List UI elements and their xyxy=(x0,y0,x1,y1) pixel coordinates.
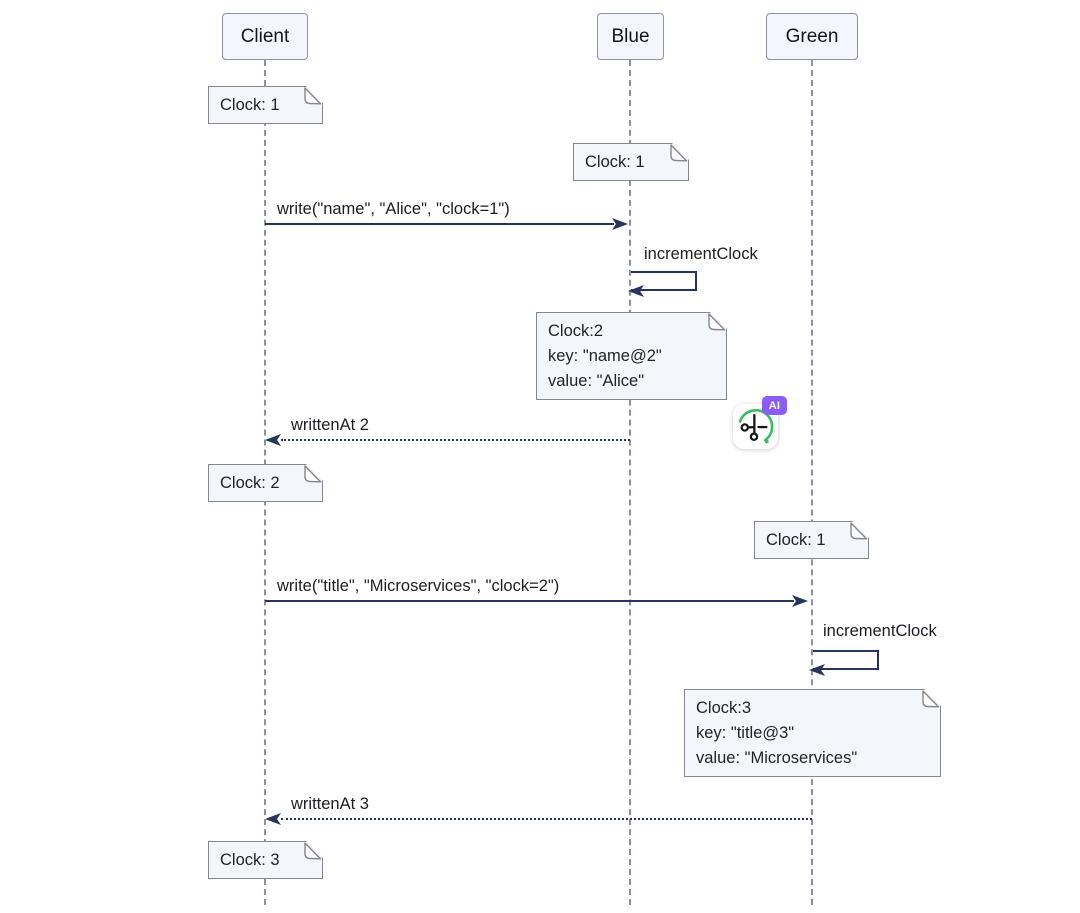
note-text: Clock: 1 xyxy=(220,95,280,114)
note-client-clock-3: Clock: 3 xyxy=(208,841,323,879)
note-green-clock-1: Clock: 1 xyxy=(754,521,869,559)
note-green-clock-3: Clock:3 key: "title@3" value: "Microserv… xyxy=(684,689,941,777)
note-text: Clock:3 xyxy=(696,699,752,717)
participant-green: Green xyxy=(766,13,858,60)
message-label-written-at-3: writtenAt 3 xyxy=(291,795,369,813)
note-text: Clock: 1 xyxy=(766,530,826,549)
message-label-written-at-2: writtenAt 2 xyxy=(291,416,369,434)
note-fold-icon xyxy=(850,522,868,540)
message-label-increment-blue: incrementClock xyxy=(644,245,758,263)
note-blue-clock-2: Clock:2 key: "name@2" value: "Alice" xyxy=(536,312,727,400)
message-line-written-at-2 xyxy=(281,439,630,441)
arrowhead-right-icon xyxy=(612,218,628,230)
message-line-write-title xyxy=(265,600,794,602)
arrowhead-left-icon xyxy=(809,664,825,676)
participant-client: Client xyxy=(222,13,308,60)
participant-blue: Blue xyxy=(597,13,664,60)
note-text: Clock: 1 xyxy=(585,152,645,171)
note-fold-icon xyxy=(708,313,726,331)
message-label-write-name: write("name", "Alice", "clock=1") xyxy=(277,200,510,218)
arrowhead-left-icon xyxy=(265,813,281,825)
note-blue-clock-1: Clock: 1 xyxy=(573,143,689,181)
note-fold-icon xyxy=(670,144,688,162)
note-client-clock-2: Clock: 2 xyxy=(208,464,323,502)
lifeline-green xyxy=(811,60,813,905)
self-loop-blue xyxy=(631,271,697,291)
note-fold-icon xyxy=(922,690,940,708)
participant-client-label: Client xyxy=(240,25,290,47)
note-text: key: "name@2" xyxy=(548,347,662,365)
note-text: Clock:2 xyxy=(548,322,604,340)
note-text: Clock: 3 xyxy=(220,850,280,869)
note-client-clock-1: Clock: 1 xyxy=(208,86,323,124)
arrowhead-left-icon xyxy=(265,434,281,446)
message-line-write-name xyxy=(265,223,614,225)
message-label-write-title: write("title", "Microservices", "clock=2… xyxy=(277,577,560,595)
note-text: Clock: 2 xyxy=(220,473,280,492)
note-text: value: "Microservices" xyxy=(696,749,858,767)
note-fold-icon xyxy=(304,465,322,483)
lifeline-blue xyxy=(629,60,631,905)
self-loop-green xyxy=(813,650,879,670)
participant-blue-label: Blue xyxy=(611,25,650,47)
message-label-increment-green: incrementClock xyxy=(823,622,937,640)
note-text: key: "title@3" xyxy=(696,724,795,742)
ai-badge-label: AI xyxy=(768,399,781,412)
note-fold-icon xyxy=(304,87,322,105)
participant-green-label: Green xyxy=(785,25,839,47)
note-text: value: "Alice" xyxy=(548,372,645,390)
ai-badge: AI xyxy=(762,396,787,415)
arrowhead-left-icon xyxy=(628,285,644,297)
arrowhead-right-icon xyxy=(792,595,808,607)
message-line-written-at-3 xyxy=(281,818,812,820)
note-fold-icon xyxy=(304,842,322,860)
